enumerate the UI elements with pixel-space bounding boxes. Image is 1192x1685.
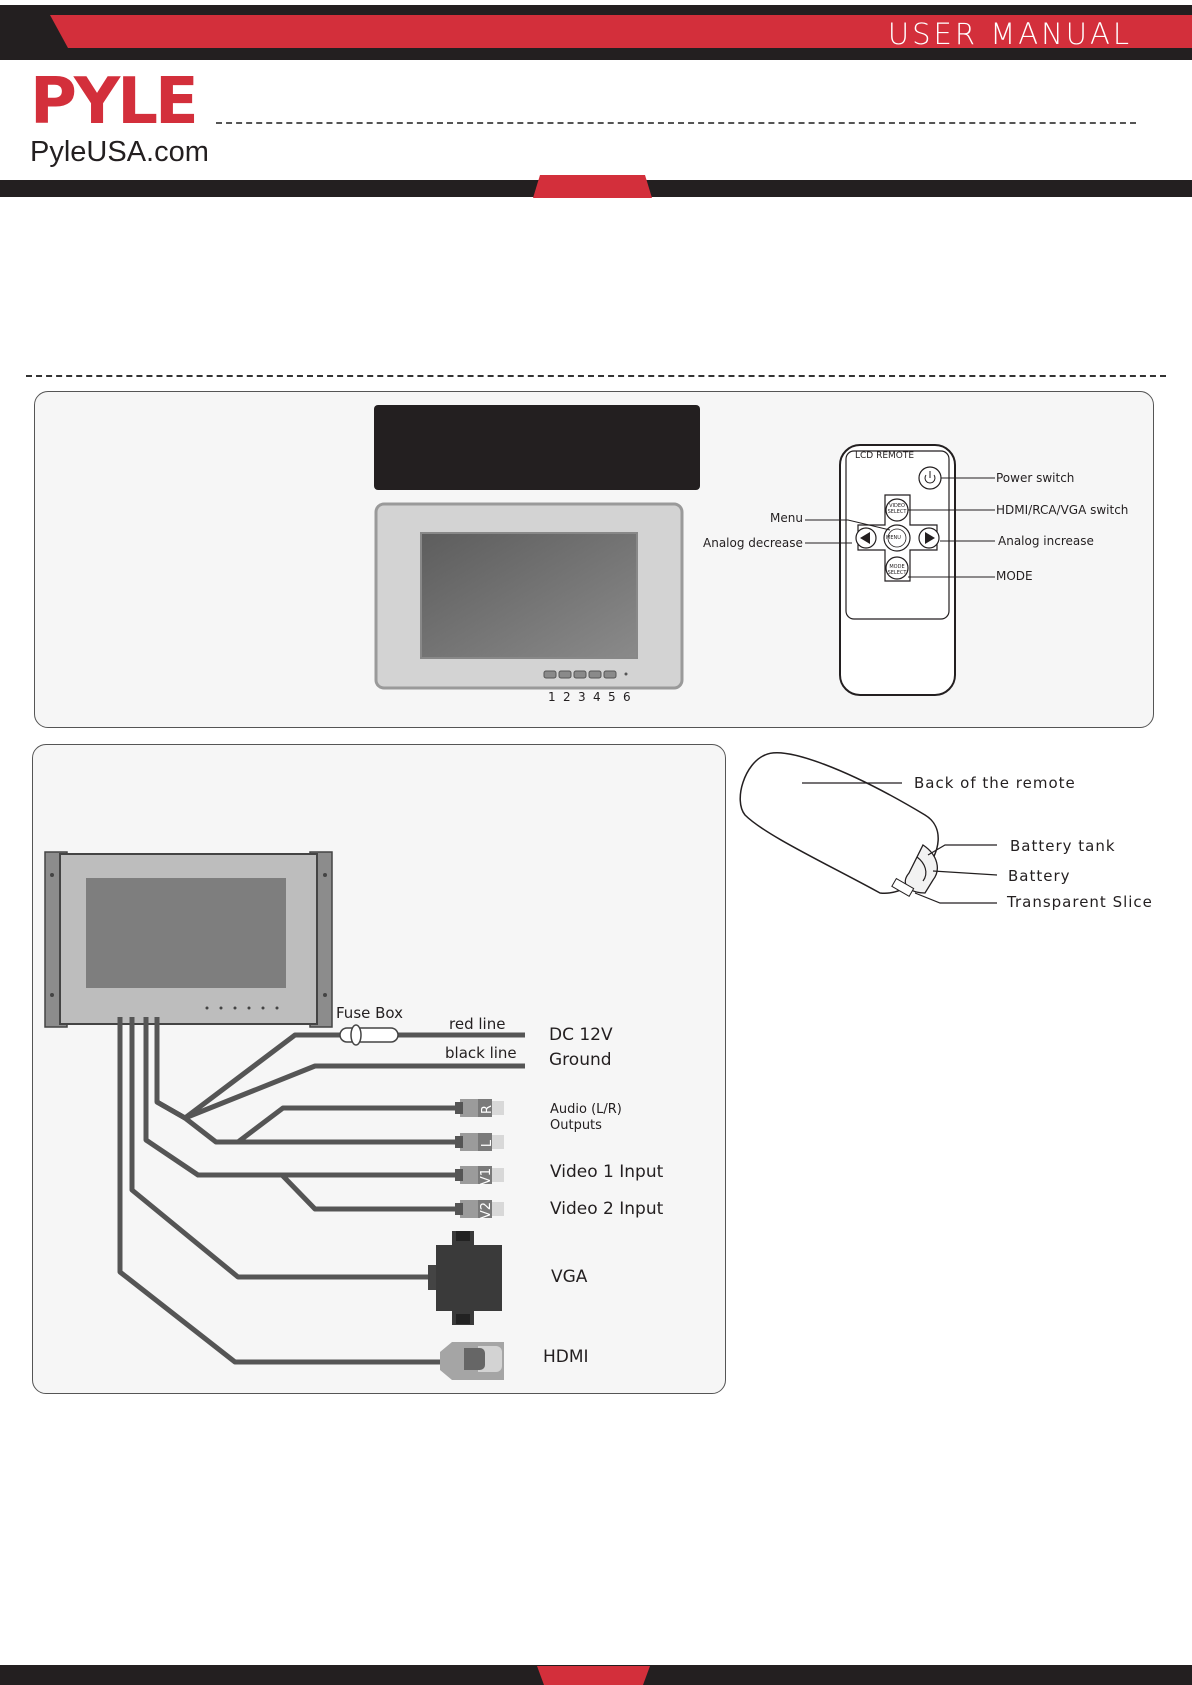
remote-brand-label: LCD REMOTE xyxy=(855,451,915,461)
plug-label-v1: V1 xyxy=(479,1167,495,1186)
footer-banner xyxy=(0,1665,1192,1685)
label-red-line: red line xyxy=(449,1015,506,1033)
wiring-diagram xyxy=(44,851,525,1380)
vga-connector xyxy=(428,1231,502,1325)
header-divider xyxy=(216,122,1136,124)
label-black-line: black line xyxy=(445,1044,517,1062)
label-ground: Ground xyxy=(549,1050,612,1070)
callout-source-switch: HDMI/RCA/VGA switch xyxy=(996,503,1129,517)
button-number-1: 1 xyxy=(548,690,556,704)
remote-illustration xyxy=(805,444,995,696)
label-video-1-input: Video 1 Input xyxy=(550,1162,664,1182)
monitor-front-illustration xyxy=(374,502,684,690)
fuse-box xyxy=(339,1027,399,1043)
video-select-button-label: VIDEO SELECT xyxy=(887,503,907,515)
button-number-4: 4 xyxy=(593,690,601,704)
right-arrow-icon xyxy=(925,532,935,544)
plug-label-l: L xyxy=(480,1139,496,1148)
callout-mode: MODE xyxy=(996,569,1033,583)
rca-plug-v1 xyxy=(455,1166,504,1184)
section-divider xyxy=(26,375,1166,377)
label-battery-tank: Battery tank xyxy=(1010,837,1116,855)
button-number-5: 5 xyxy=(608,690,616,704)
label-battery: Battery xyxy=(1008,867,1071,885)
callout-menu: Menu xyxy=(770,511,803,525)
header-title: USER MANUAL xyxy=(887,17,1132,51)
rca-plug-r xyxy=(455,1099,504,1117)
label-vga: VGA xyxy=(551,1267,588,1287)
label-transparent-slice: Transparent Slice xyxy=(1007,893,1153,911)
plug-label-r: R xyxy=(480,1104,496,1115)
label-fuse-box: Fuse Box xyxy=(336,1004,404,1022)
plug-label-v2: V2 xyxy=(479,1201,495,1220)
button-number-3: 3 xyxy=(578,690,586,704)
header-banner xyxy=(0,5,1192,198)
callout-power-switch: Power switch xyxy=(996,471,1075,485)
blank-title-box xyxy=(374,405,700,490)
label-audio-outputs-1: Audio (L/R) xyxy=(550,1102,622,1117)
pyle-logo: PYLE PyleUSA.com xyxy=(30,65,209,168)
menu-button-label: MENU xyxy=(886,535,901,541)
callout-analog-decrease: Analog decrease xyxy=(703,536,803,550)
logo-url: PyleUSA.com xyxy=(30,136,209,168)
left-arrow-icon xyxy=(860,532,870,544)
label-dc-12v: DC 12V xyxy=(549,1025,613,1045)
mode-select-button-label: MODE SELECT xyxy=(887,564,907,576)
button-number-2: 2 xyxy=(563,690,571,704)
label-hdmi: HDMI xyxy=(543,1347,589,1367)
label-audio-outputs-2: Outputs xyxy=(550,1118,602,1133)
rca-plug-v2 xyxy=(455,1200,504,1218)
hdmi-connector xyxy=(440,1342,504,1380)
label-video-2-input: Video 2 Input xyxy=(550,1199,664,1219)
label-back-of-remote: Back of the remote xyxy=(914,774,1076,792)
rca-plug-l xyxy=(455,1133,504,1151)
battery-illustration xyxy=(739,752,998,904)
logo-wordmark: PYLE xyxy=(30,65,199,139)
button-number-6: 6 xyxy=(623,690,631,704)
callout-analog-increase: Analog increase xyxy=(998,534,1094,548)
